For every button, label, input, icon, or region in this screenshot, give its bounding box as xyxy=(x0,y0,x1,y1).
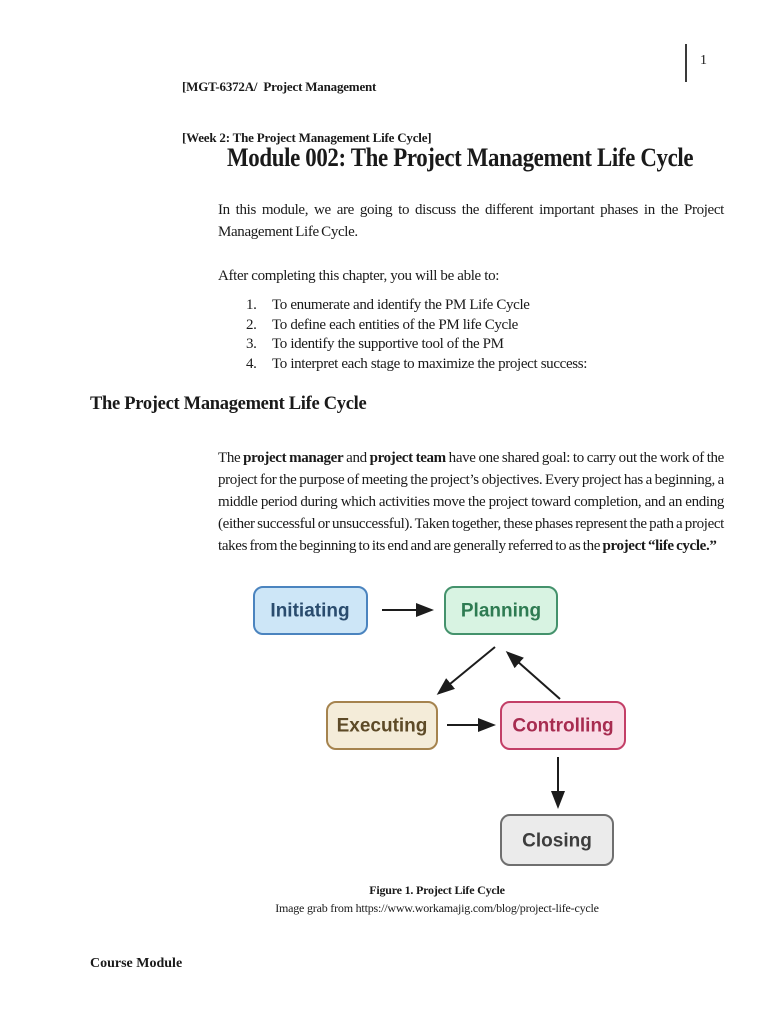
page-number-divider xyxy=(685,44,687,82)
paragraph-text: have one shared goal: to carry out the w… xyxy=(218,450,724,554)
list-item: 4. To interpret each stage to maximize t… xyxy=(246,355,587,375)
list-item-text: To enumerate and identify the PM Life Cy… xyxy=(272,297,530,313)
page-header: [MGT-6372A/ Project Management [Week 2: … xyxy=(182,44,432,180)
header-course-code: [MGT-6372A/ Project Management xyxy=(182,79,377,94)
list-item-number: 2. xyxy=(246,316,257,333)
section-paragraph: The project manager and project team hav… xyxy=(218,447,724,557)
node-executing xyxy=(326,701,438,750)
header-week-title: [Week 2: The Project Management Life Cyc… xyxy=(182,130,432,145)
list-item-number: 3. xyxy=(246,336,257,352)
footer-label: Course Module xyxy=(90,956,183,971)
arrow-planning-to-executing xyxy=(436,646,496,695)
life-cycle-diagram: Initiating Planning Executing Controllin… xyxy=(253,586,626,866)
node-closing xyxy=(500,814,614,866)
list-item-number: 1. xyxy=(246,297,257,313)
section-heading: The Project Management Life Cycle xyxy=(90,394,367,414)
paragraph-text: and xyxy=(343,450,370,466)
node-initiating-label: Initiating xyxy=(270,601,349,622)
paragraph-bold-text: project “life cycle.” xyxy=(602,538,717,554)
paragraph-bold-text: project manager xyxy=(243,450,344,466)
node-executing-label: Executing xyxy=(337,716,428,737)
module-title: Module 002: The Project Management Life … xyxy=(227,143,694,172)
list-item-number: 4. xyxy=(246,355,257,372)
node-controlling xyxy=(500,701,626,750)
paragraph-text: The xyxy=(218,450,244,466)
figure-caption: Figure 1. Project Life Cycle xyxy=(369,883,505,897)
list-item-text: To interpret each stage to maximize the … xyxy=(272,355,588,372)
figure-credit: Image grab from https://www.workamajig.c… xyxy=(275,901,599,915)
list-item: 2. To define each entities of the PM lif… xyxy=(246,316,587,336)
paragraph-bold-text: project team xyxy=(369,450,447,466)
page-number: 1 xyxy=(700,53,707,68)
node-controlling-label: Controlling xyxy=(512,716,613,737)
intro-paragraph: In this module, we are going to discuss … xyxy=(218,202,724,240)
arrow-controlling-to-planning xyxy=(505,651,561,700)
node-planning-label: Planning xyxy=(461,601,541,622)
list-item-text: To define each entities of the PM life C… xyxy=(272,316,518,333)
list-item-text: To identify the supportive tool of the P… xyxy=(272,336,504,352)
objectives-list: 1. To enumerate and identify the PM Life… xyxy=(246,296,587,374)
list-item: 1. To enumerate and identify the PM Life… xyxy=(246,296,587,316)
node-planning xyxy=(444,586,558,635)
node-closing-label: Closing xyxy=(522,831,592,852)
objectives-lead: After completing this chapter, you will … xyxy=(218,268,500,284)
life-cycle-figure: Initiating Planning Executing Controllin… xyxy=(237,577,637,916)
node-initiating xyxy=(253,586,368,635)
list-item: 3. To identify the supportive tool of th… xyxy=(246,335,587,355)
